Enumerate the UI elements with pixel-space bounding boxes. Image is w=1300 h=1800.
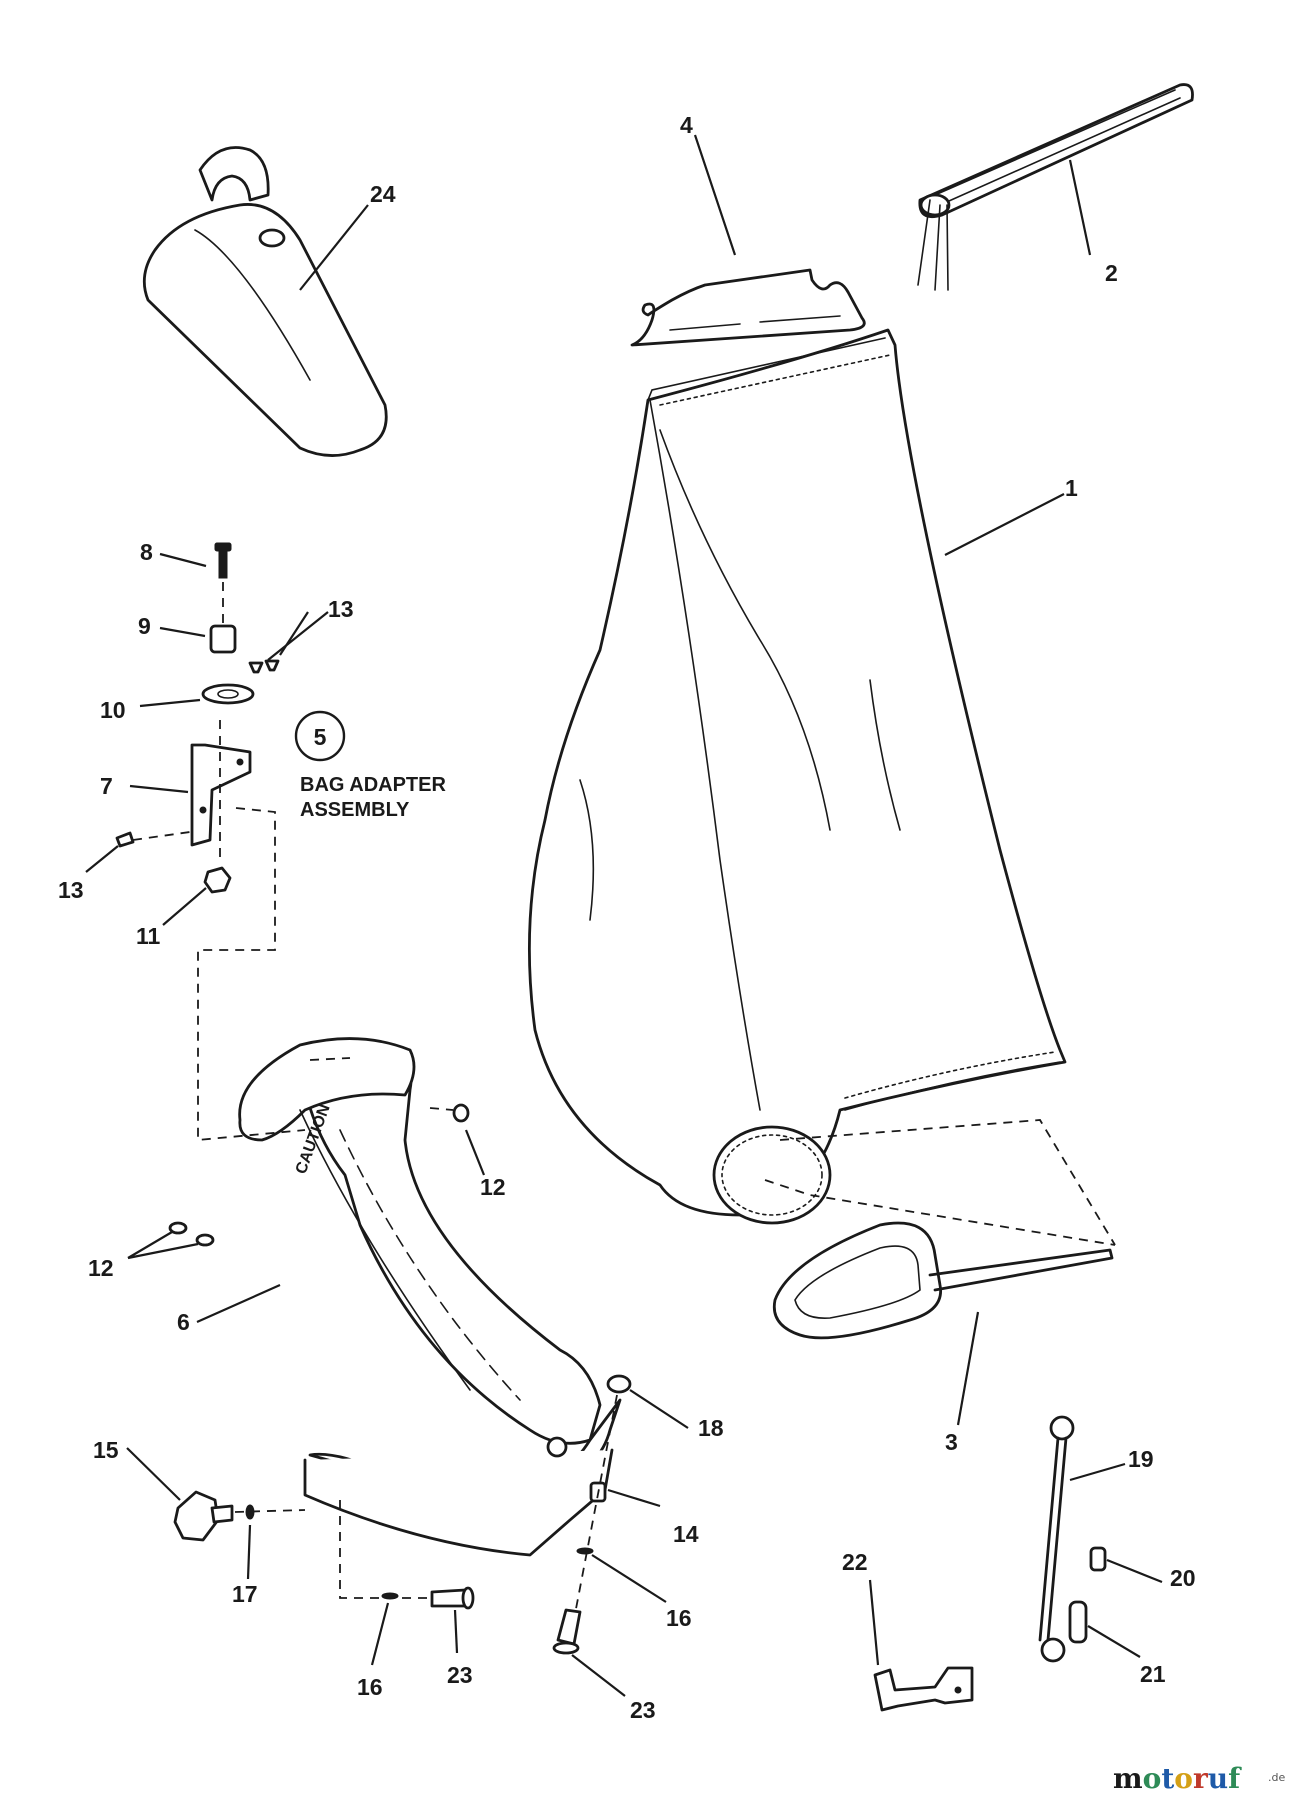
leader-lines (85, 134, 1163, 1697)
callout-22: 22 (842, 1549, 868, 1575)
watermark-letter: m (1113, 1762, 1143, 1795)
part-6-discharge-chute: CAUTION (238, 1037, 622, 1557)
callout-12-right: 12 (480, 1174, 506, 1200)
callout-21: 21 (1140, 1661, 1166, 1687)
assembly-caption-line2: ASSEMBLY (300, 799, 410, 821)
watermark-letter: t (1161, 1762, 1174, 1795)
callout-13-upper: 13 (328, 596, 354, 622)
callout-19: 19 (1128, 1446, 1154, 1472)
part-24-deflector (142, 146, 388, 457)
callout-16-left: 16 (357, 1674, 383, 1700)
watermark-suffix: .de (1268, 1771, 1285, 1784)
callout-14: 14 (673, 1521, 699, 1547)
part-2-frame-rail (917, 83, 1194, 291)
callout-20: 20 (1170, 1565, 1196, 1591)
watermark-letter: r (1193, 1762, 1209, 1795)
callout-6: 6 (177, 1309, 190, 1335)
watermark-letter: o (1174, 1762, 1193, 1795)
part-4-hanger-wire (630, 268, 866, 347)
callout-2: 2 (1105, 260, 1118, 286)
watermark-letter: f (1228, 1762, 1242, 1795)
bag-adapter-assembly-callout: 5 BAG ADAPTER ASSEMBLY (294, 710, 446, 821)
callout-12-left: 12 (88, 1255, 114, 1281)
callout-11: 11 (136, 923, 161, 949)
callout-3: 3 (945, 1429, 958, 1455)
part-22-clip-bracket (873, 1666, 974, 1712)
part-3-bag-frame (772, 1221, 1114, 1340)
bag-to-frame-dashline (779, 1119, 1116, 1246)
callout-18: 18 (698, 1415, 724, 1441)
callout-15: 15 (93, 1437, 119, 1463)
callout-10: 10 (100, 697, 126, 723)
callout-8: 8 (140, 539, 153, 565)
callout-16-right: 16 (666, 1605, 692, 1631)
callout-23-left: 23 (447, 1662, 473, 1688)
callout-5: 5 (314, 724, 327, 750)
callout-24: 24 (370, 181, 396, 207)
watermark-letter: u (1208, 1762, 1228, 1795)
callout-23-right: 23 (630, 1697, 656, 1723)
callout-17: 17 (232, 1581, 258, 1607)
bag-adapter-hardware (115, 542, 632, 1655)
assembly-caption-line1: BAG ADAPTER (300, 774, 446, 796)
watermark-letter: o (1143, 1762, 1162, 1795)
callout-13-lower: 13 (58, 877, 84, 903)
callout-1: 1 (1065, 475, 1078, 501)
watermark-brand: motoruf (1113, 1762, 1242, 1795)
callout-9: 9 (138, 613, 151, 639)
callout-labels: 24 2 4 1 8 9 13 10 7 13 11 12 12 6 18 14… (58, 112, 1196, 1723)
part-19-link-rod (1038, 1415, 1107, 1663)
callout-4: 4 (680, 112, 693, 138)
callout-7: 7 (100, 773, 113, 799)
part-1-grass-bag (528, 328, 1067, 1225)
watermark-logo: motoruf .de (1113, 1762, 1285, 1795)
